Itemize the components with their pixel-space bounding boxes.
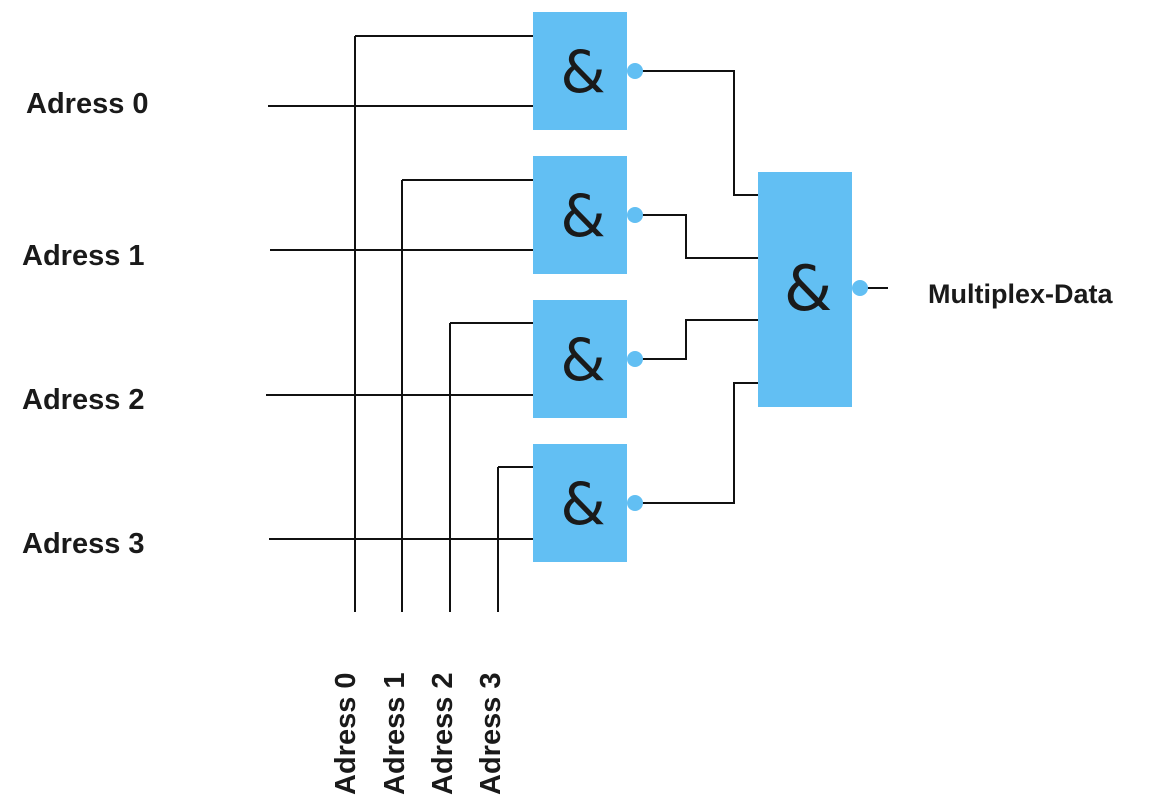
inverter-bubble [627,63,643,79]
nand-gate-1: & [533,156,643,274]
column-label-3: Adress 3 [475,672,507,795]
column-label-1: Adress 1 [379,672,411,795]
gate-0-output-wire [641,70,758,196]
gate-symbol: & [560,182,605,250]
row-label-0: Adress 0 [26,88,149,120]
nand-gate-3: & [533,444,643,562]
output-label: Multiplex-Data [928,279,1114,309]
inverter-bubble [627,351,643,367]
gate-1-output-wire [641,214,758,259]
nand-gate-final: & [758,172,868,407]
column-label-0: Adress 0 [330,672,362,795]
row-label-3: Adress 3 [22,528,145,560]
nand-gate-0: & [533,12,643,130]
row-label-2: Adress 2 [22,384,145,416]
gate-body [533,156,627,274]
gate-body [533,300,627,418]
gate-symbol: & [560,38,605,106]
column-label-2: Adress 2 [427,672,459,795]
nand-gate-2: & [533,300,643,418]
gate-symbol: & [560,326,605,394]
row-label-1: Adress 1 [22,240,145,272]
inverter-bubble [852,280,868,296]
inverter-bubble [627,495,643,511]
gate-3-output-wire [641,382,758,504]
inverter-bubble [627,207,643,223]
gate-symbol: & [560,470,605,538]
gate-2-output-wire [641,319,758,360]
gate-symbol: & [784,252,832,325]
gate-body [758,172,852,407]
gate-body [533,444,627,562]
gate-body [533,12,627,130]
